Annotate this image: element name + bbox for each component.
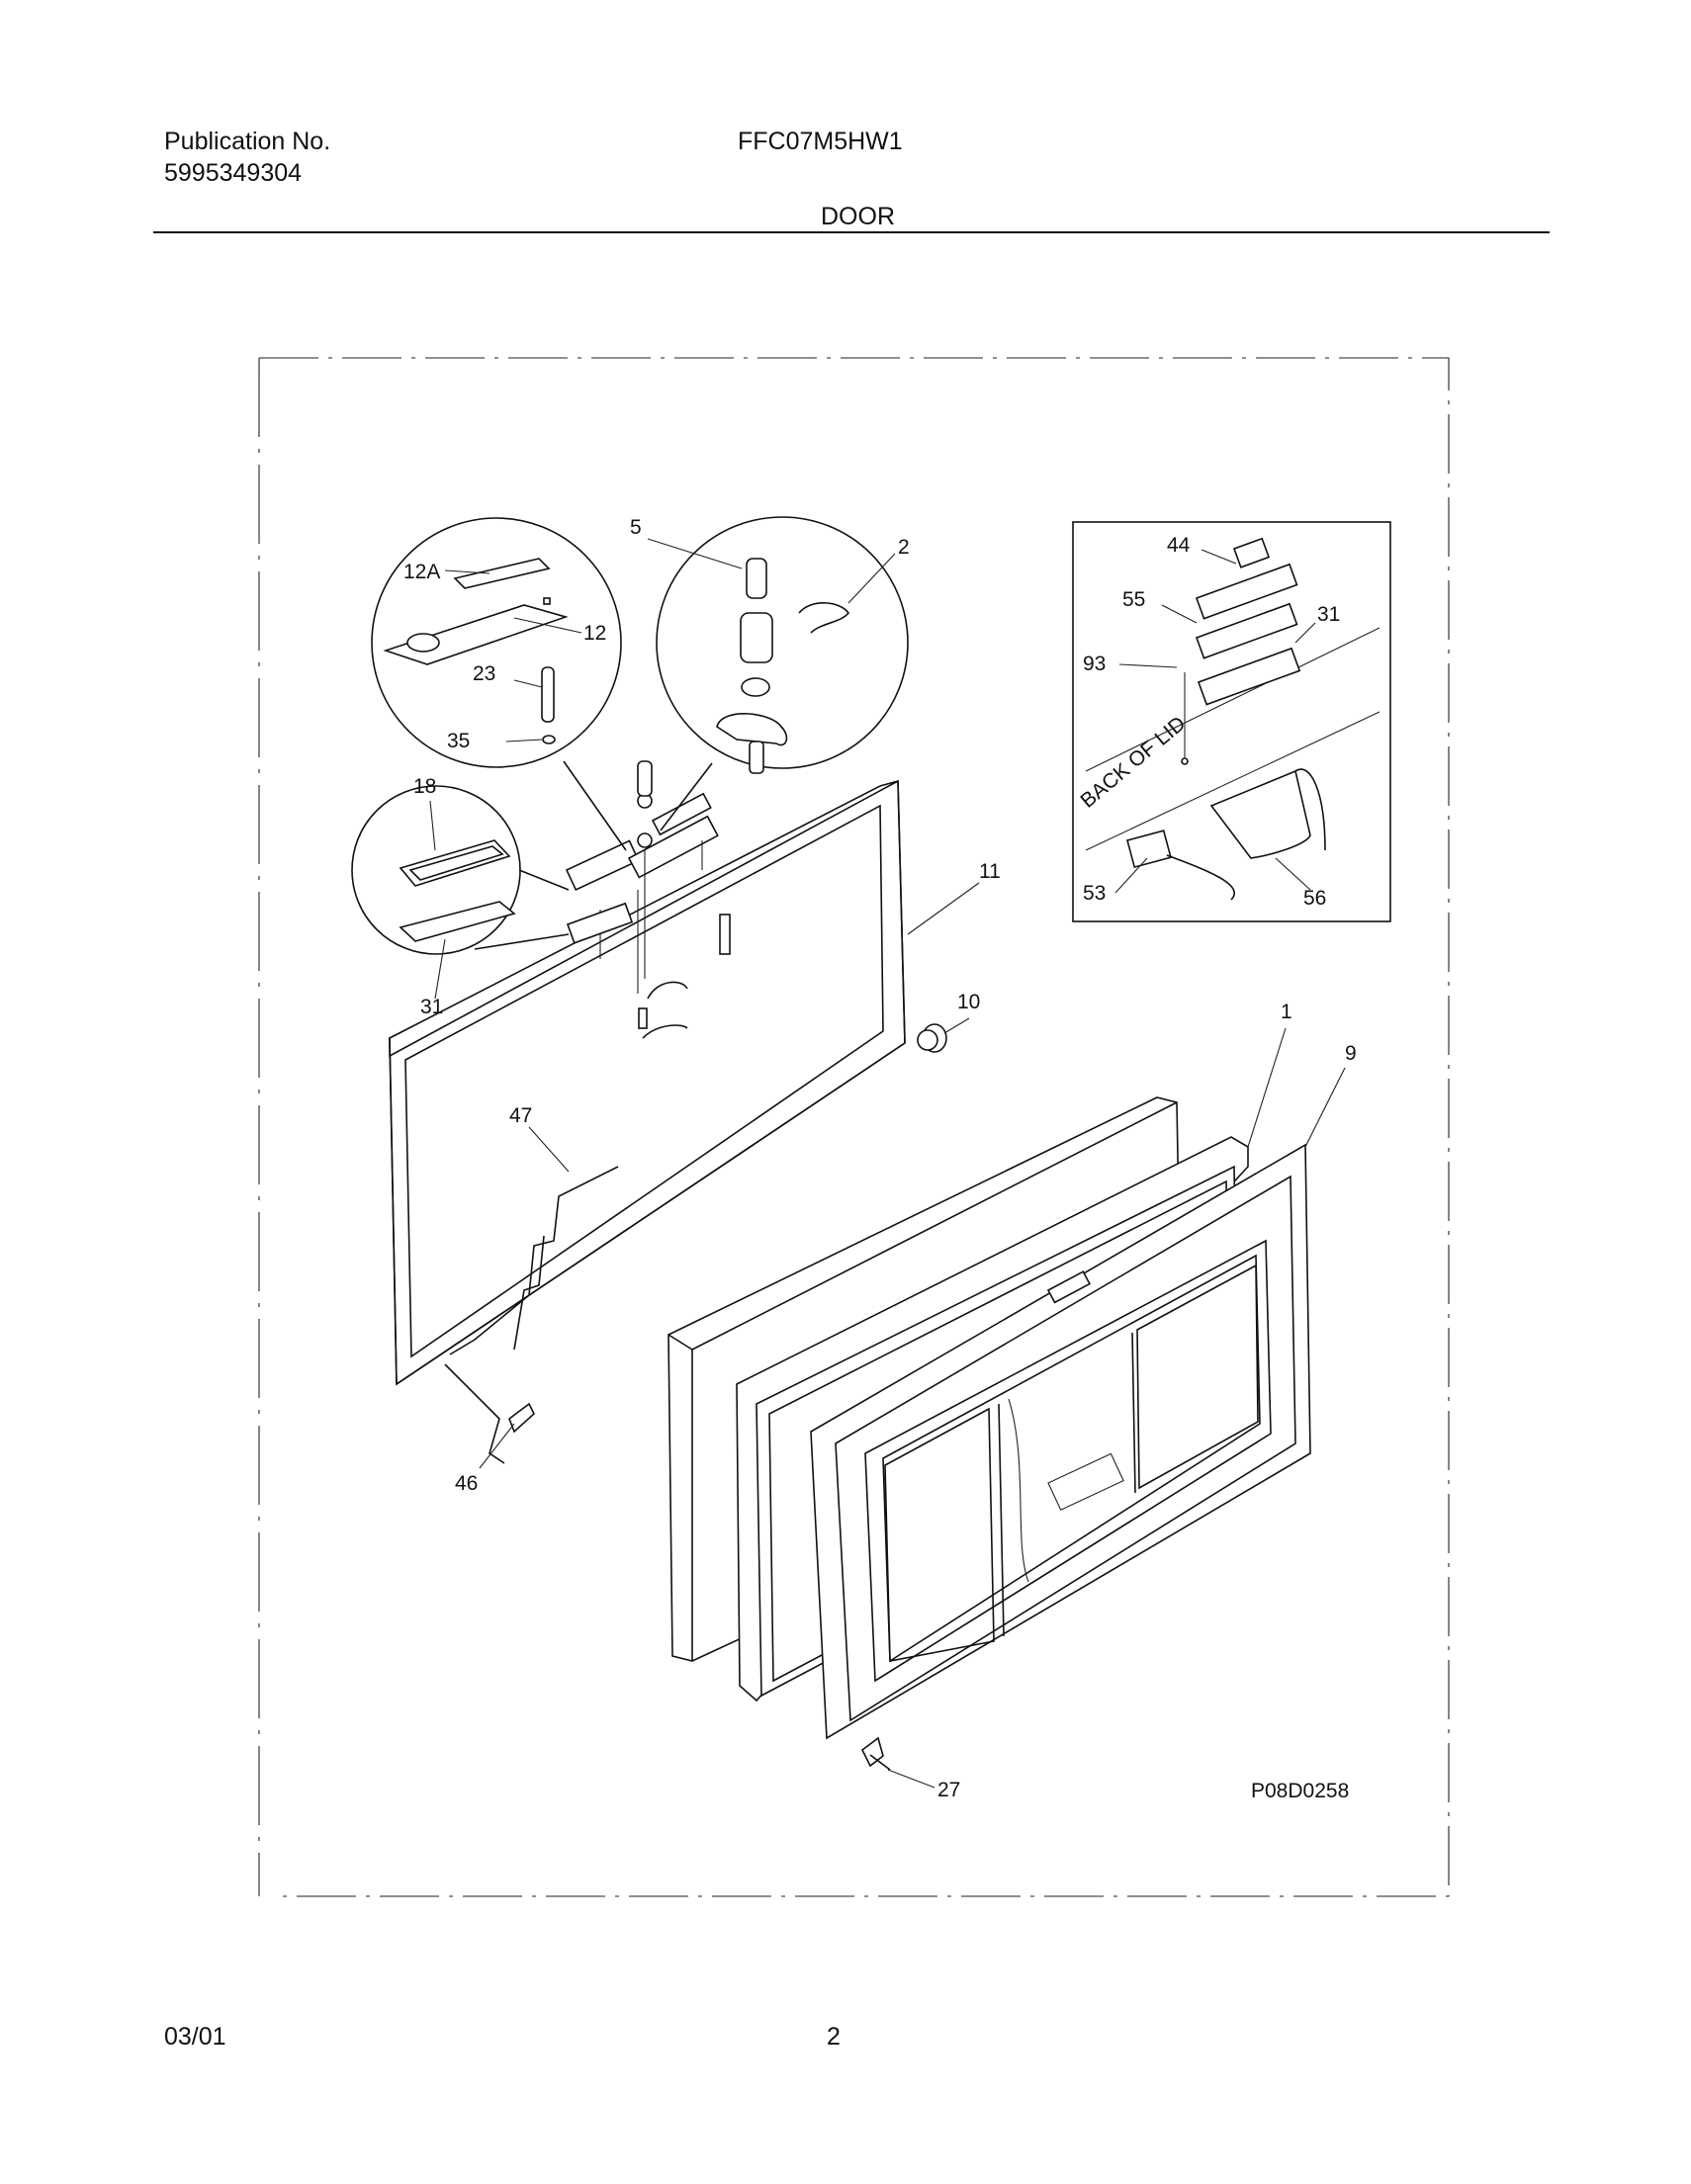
- detail-connectors: [474, 760, 713, 950]
- callout-46: 46: [455, 1472, 478, 1495]
- callout-44: 44: [1167, 534, 1191, 557]
- bumper-part: [917, 1023, 947, 1053]
- callout-27: 27: [937, 1779, 960, 1801]
- callout-93: 93: [1083, 653, 1106, 675]
- callout-47: 47: [509, 1104, 532, 1127]
- model-number: FFC07M5HW1: [738, 128, 903, 155]
- callout-5: 5: [630, 516, 642, 539]
- callout-labels: 5 2 12A 12 23 35 18 31 11 10 1 9 47 46 2…: [403, 516, 1357, 1802]
- detail-circle-lock-parts: [656, 516, 909, 774]
- drawing-code: P08D0258: [1251, 1780, 1349, 1802]
- hinge-hardware-part: [565, 760, 731, 1039]
- outer-door-part: [810, 1143, 1311, 1740]
- callout-35: 35: [447, 730, 470, 752]
- callout-55: 55: [1122, 588, 1145, 611]
- callout-18: 18: [413, 775, 436, 798]
- callout-2: 2: [898, 536, 910, 559]
- callout-10: 10: [957, 991, 980, 1013]
- lid-frame-part: [389, 779, 906, 1386]
- callout-31-left: 31: [420, 996, 443, 1018]
- publication-label: Publication No.: [164, 128, 331, 155]
- publication-number: 5995349304: [164, 159, 303, 187]
- callout-leaders: [429, 538, 1346, 1789]
- callout-12a: 12A: [403, 561, 440, 583]
- callout-56: 56: [1303, 887, 1326, 910]
- footer-page-number: 2: [827, 2023, 841, 2051]
- callout-9: 9: [1345, 1042, 1357, 1065]
- header-rule: [153, 231, 1550, 233]
- callout-11: 11: [979, 860, 1001, 883]
- callout-31-inset: 31: [1317, 603, 1340, 626]
- heater-wire-part: [449, 1166, 619, 1355]
- detail-circle-strip-parts: [371, 517, 622, 768]
- detail-circle-handle-parts: [351, 785, 521, 955]
- callout-12: 12: [583, 622, 606, 645]
- callout-1: 1: [1281, 1001, 1292, 1023]
- back-of-lid-inset: [1072, 521, 1391, 922]
- section-title: DOOR: [821, 203, 895, 230]
- drawing-frame: [258, 357, 1450, 1897]
- lid-wire-part: [444, 1363, 535, 1464]
- callout-53: 53: [1083, 882, 1106, 905]
- footer-date: 03/01: [164, 2023, 226, 2051]
- screw-part: [860, 1736, 891, 1771]
- callout-23: 23: [473, 662, 495, 685]
